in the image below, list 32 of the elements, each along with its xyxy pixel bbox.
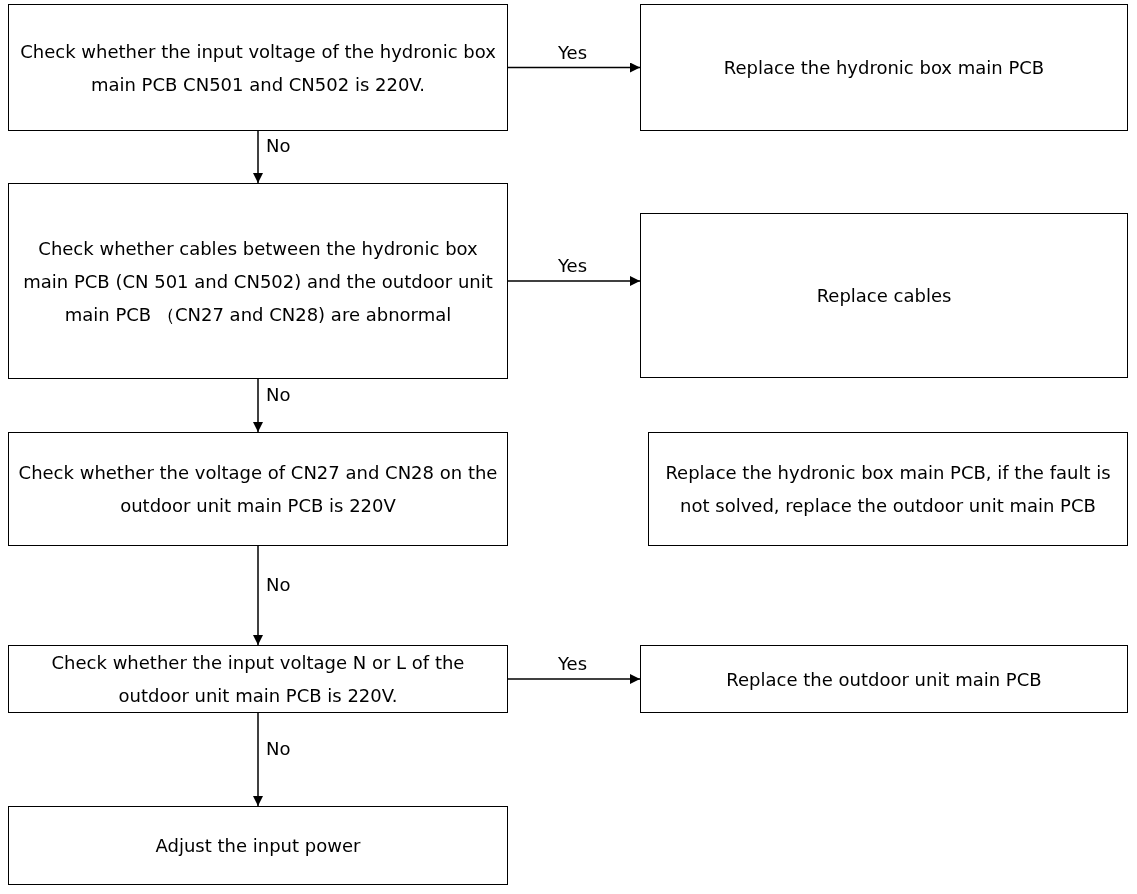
edge-label: No	[266, 573, 291, 596]
box-text: Adjust the input power	[155, 834, 361, 858]
process-box	[8, 645, 508, 713]
edge-label: Yes	[558, 255, 588, 277]
process-box	[648, 432, 1128, 546]
box-text: Check whether the input voltage of the hydronic box main PCB CN501 and CN502 is 220V.	[19, 39, 497, 97]
arrow	[507, 674, 641, 684]
process-box	[640, 4, 1128, 131]
box-text: Replace cables	[816, 284, 952, 308]
process-box	[8, 806, 508, 885]
edge-label: Yes	[558, 653, 588, 675]
process-box	[8, 183, 508, 379]
box-text: Check whether cables between the hydronic box main PCB (CN 501 and CN502) and the outdoor unit main PCB （CN27 and CN28) are abnormal	[22, 236, 494, 327]
arrow	[253, 712, 263, 807]
box-text: Check whether the input voltage N or L of the outdoor unit main PCB is 220V.	[50, 651, 466, 708]
box-text: Replace the hydronic box main PCB	[723, 56, 1045, 80]
arrow	[253, 378, 263, 433]
process-box	[8, 432, 508, 546]
process-box	[8, 4, 508, 131]
box-text: Check whether the voltage of CN27 and CN28 on the outdoor unit main PCB is 220V	[17, 461, 499, 518]
arrow	[507, 62, 641, 73]
box-text: Replace the outdoor unit main PCB	[726, 667, 1042, 692]
box-text: Replace the hydronic box main PCB, if the fault is not solved, replace the outdoor unit main PCB	[664, 461, 1112, 518]
process-box	[640, 213, 1128, 378]
arrow	[507, 276, 641, 286]
arrow	[253, 130, 263, 184]
edge-label: No	[266, 383, 291, 406]
edge-label: No	[266, 737, 291, 760]
edge-label: No	[266, 135, 291, 157]
process-box	[640, 645, 1128, 713]
edge-label: Yes	[558, 41, 588, 64]
arrow	[253, 545, 263, 646]
